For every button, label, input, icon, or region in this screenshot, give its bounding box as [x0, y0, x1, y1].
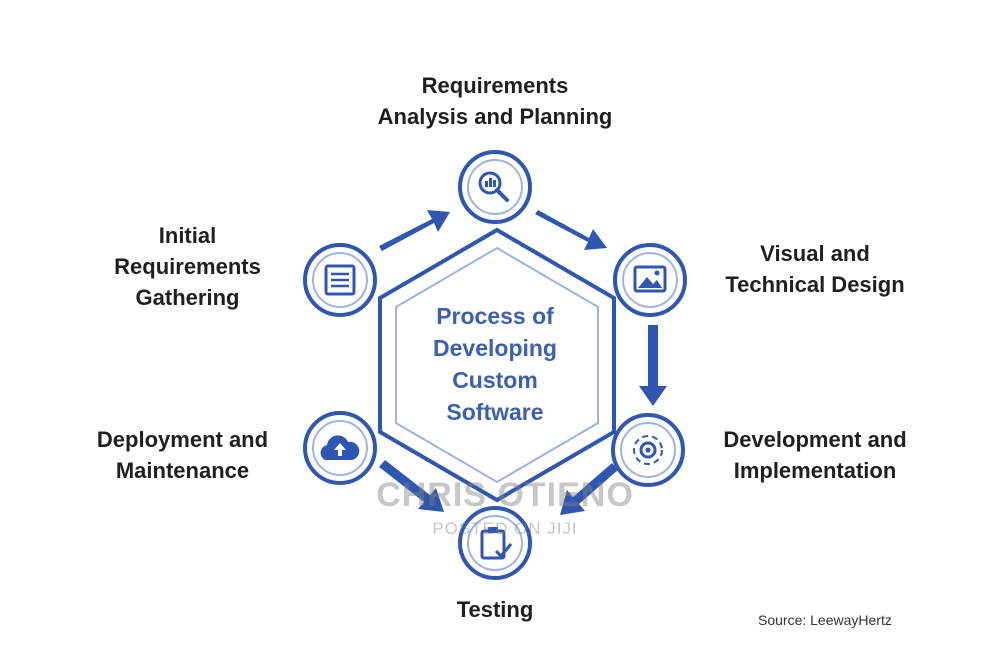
magnifier-search-icon	[478, 171, 509, 202]
step-label-line: Requirements	[114, 254, 261, 279]
gear-cycle-icon	[633, 435, 663, 465]
step-label-line: Testing	[456, 597, 534, 622]
step-label-line: Deployment and	[96, 427, 269, 452]
document-list-icon	[324, 264, 356, 296]
step-label-line: Analysis and Planning	[377, 104, 613, 129]
center-title-line: Process of	[436, 303, 554, 329]
label-visual-design: Visual and Technical Design	[700, 238, 930, 300]
center-title-line: Software	[446, 399, 544, 425]
node-testing	[458, 506, 532, 580]
arrow-development-to-testing	[560, 463, 618, 515]
label-development: Development and Implementation	[700, 424, 930, 486]
step-label-line: Requirements	[421, 73, 569, 98]
arrow-design-to-development	[639, 325, 667, 406]
source-credit: Source: LeewayHertz	[758, 612, 892, 628]
cloud-upload-icon	[320, 435, 360, 460]
step-label-line: Maintenance	[115, 458, 250, 483]
watermark-name: CHRIS OTIENO	[376, 476, 634, 514]
center-title: Process of Developing Custom Software	[400, 300, 590, 428]
clipboard-check-icon	[480, 527, 513, 560]
node-visual-design	[613, 243, 687, 317]
image-picture-icon	[633, 265, 667, 293]
step-label-line: Development and	[723, 427, 907, 452]
node-initial-gathering	[303, 243, 377, 317]
watermark-subtitle: POSTED ON JIJI	[432, 519, 578, 538]
step-label-line: Initial	[158, 223, 217, 248]
step-label-line: Technical Design	[725, 272, 905, 297]
node-requirements-analysis	[458, 150, 532, 224]
center-title-line: Custom	[452, 367, 538, 393]
center-title-line: Developing	[433, 335, 557, 361]
label-testing: Testing	[395, 594, 595, 625]
label-deployment: Deployment and Maintenance	[70, 424, 295, 486]
step-label-line: Visual and	[760, 241, 870, 266]
step-label-line: Implementation	[733, 458, 897, 483]
arrow-deployment-to-testing	[379, 460, 444, 512]
step-label-line: Gathering	[135, 285, 240, 310]
node-development	[611, 413, 685, 487]
node-deployment	[303, 411, 377, 485]
arrow-analysis-to-design	[535, 210, 607, 250]
inner-hexagon	[395, 246, 599, 484]
label-requirements-analysis: Requirements Analysis and Planning	[345, 70, 645, 132]
arrow-initial-to-analysis	[379, 210, 450, 251]
label-initial-gathering: Initial Requirements Gathering	[90, 220, 285, 313]
outer-hexagon	[378, 227, 616, 503]
